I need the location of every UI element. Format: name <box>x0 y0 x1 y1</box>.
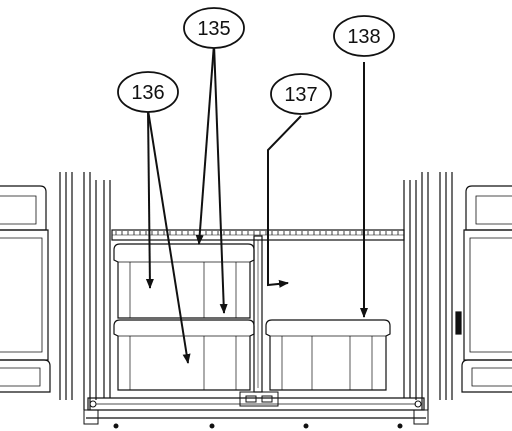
rail-ticks <box>115 231 399 235</box>
arrow-136-upper <box>145 109 154 289</box>
lower-left-bin <box>113 319 255 391</box>
callout-138: 138 <box>333 15 395 57</box>
right-door <box>415 172 512 410</box>
top-shelf-rail <box>111 229 405 241</box>
arrow-136-lower <box>147 109 191 364</box>
callout-137: 137 <box>270 73 332 115</box>
center-divider <box>253 235 263 393</box>
arrow-135-rail <box>195 43 215 245</box>
callout-label-136: 136 <box>131 82 164 104</box>
cabinet-frame <box>86 180 426 419</box>
callout-136: 136 <box>117 71 179 113</box>
callout-label-138: 138 <box>347 26 380 48</box>
callout-135: 135 <box>183 7 245 49</box>
callout-label-137: 137 <box>284 84 317 106</box>
hinges-feet <box>83 391 429 429</box>
leader-arrows <box>145 43 368 364</box>
upper-left-bin <box>113 243 255 319</box>
callout-label-135: 135 <box>197 18 230 40</box>
right-bin <box>265 319 391 391</box>
arrow-135-bin <box>213 43 228 314</box>
left-door <box>0 172 97 410</box>
arrow-137 <box>267 115 302 288</box>
